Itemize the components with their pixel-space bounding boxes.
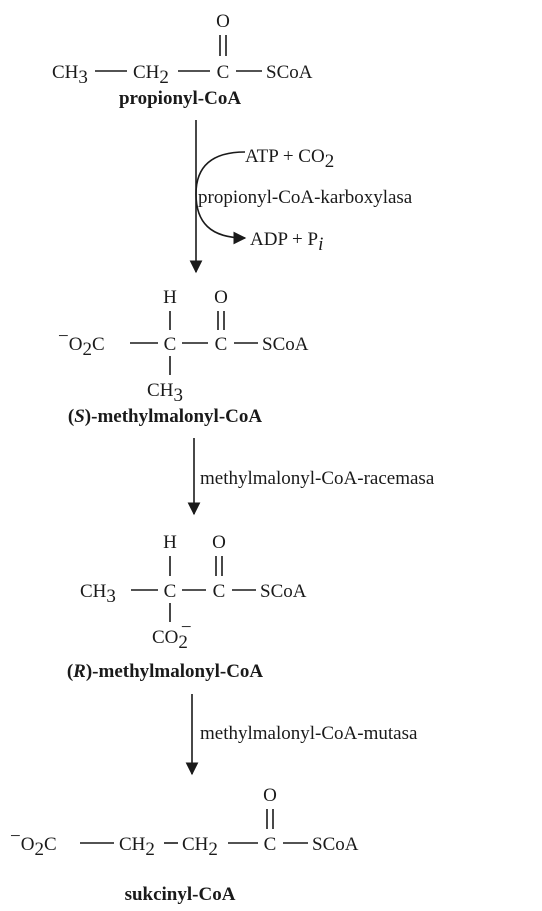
coproduct-out: ADP + Pi <box>250 229 323 255</box>
atom-carbonyl-carbon: C <box>213 581 226 602</box>
atom-ch2: CH2 <box>133 62 169 88</box>
enzyme-label: propionyl-CoA-karboxylasa <box>198 187 413 208</box>
enzyme-label: methylmalonyl-CoA-mutasa <box>200 723 418 744</box>
atom-scoa: SCoA <box>260 581 307 602</box>
compound-r-methylmalonyl-coa: H O CH3 C C SCoA CO2− (R)-methylmalonyl-… <box>67 532 307 682</box>
atom-ch3: CH3 <box>52 62 88 88</box>
atom-ch2: CH2 <box>119 834 155 860</box>
atom-oxygen: O <box>263 785 277 806</box>
atom-hydrogen: H <box>163 532 177 553</box>
atom-oxygen: O <box>212 532 226 553</box>
atom-carbonyl-carbon: C <box>264 834 277 855</box>
atom-methyl: CH3 <box>147 380 183 406</box>
atom-carboxylate: −O2C <box>10 826 57 860</box>
atom-oxygen: O <box>214 287 228 308</box>
compound-propionyl-coa: CH3 CH2 C O SCoA propionyl-CoA <box>52 11 313 109</box>
atom-carbonyl-carbon: C <box>217 62 230 83</box>
cosubstrate-in: ATP + CO2 <box>245 146 334 172</box>
reaction-step-3: methylmalonyl-CoA-mutasa <box>185 694 418 776</box>
compound-name: (R)-methylmalonyl-CoA <box>67 661 264 682</box>
cosubstrate-curve-arrow <box>195 151 247 245</box>
atom-alpha-carbon: C <box>164 334 177 355</box>
atom-oxygen: O <box>216 11 230 32</box>
atom-hydrogen: H <box>163 287 177 308</box>
compound-name: propionyl-CoA <box>119 88 241 109</box>
atom-ch2: CH2 <box>182 834 218 860</box>
atom-carboxylate: CO2− <box>152 617 192 653</box>
compound-name: (S)-methylmalonyl-CoA <box>68 406 262 427</box>
atom-scoa: SCoA <box>266 62 313 83</box>
reaction-step-2: methylmalonyl-CoA-racemasa <box>187 438 435 516</box>
atom-methyl: CH3 <box>80 581 116 607</box>
atom-carbonyl-carbon: C <box>215 334 228 355</box>
atom-scoa: SCoA <box>262 334 309 355</box>
atom-alpha-carbon: C <box>164 581 177 602</box>
atom-carboxylate: −O2C <box>58 326 105 360</box>
reaction-step-1: ATP + CO2 propionyl-CoA-karboxylasa ADP … <box>189 120 413 274</box>
compound-s-methylmalonyl-coa: H O −O2C C C SCoA CH3 (S)-methylmalonyl-… <box>58 287 309 427</box>
atom-scoa: SCoA <box>312 834 359 855</box>
compound-name: sukcinyl-CoA <box>125 884 236 905</box>
compound-sukcinyl-coa: O −O2C CH2 CH2 C SCoA sukcinyl-CoA <box>10 785 359 905</box>
enzyme-label: methylmalonyl-CoA-racemasa <box>200 468 435 489</box>
